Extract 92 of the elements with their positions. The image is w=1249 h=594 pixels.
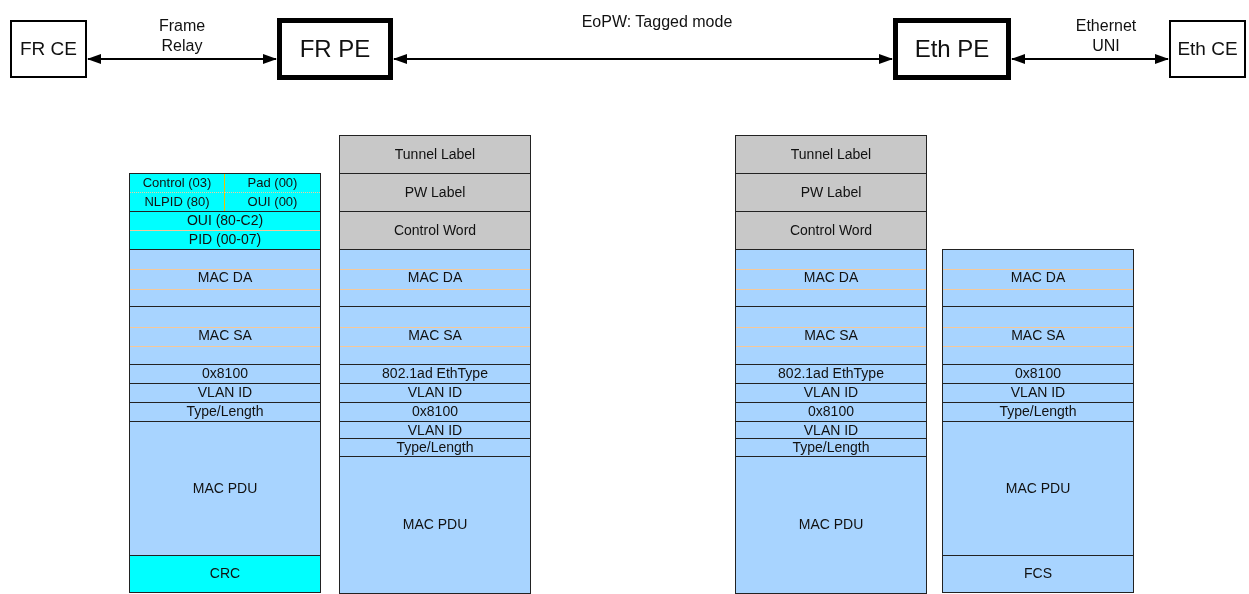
frame-field — [129, 402, 321, 422]
frame-field — [735, 402, 927, 422]
frame-field — [129, 383, 321, 403]
field-label: PID (00-07) — [188, 232, 262, 248]
field-label: 802.1ad EthType — [778, 366, 884, 382]
frame-field — [339, 135, 531, 174]
frame-field — [339, 383, 531, 403]
frame-field — [735, 211, 927, 250]
frame-field — [339, 438, 531, 458]
field-label: MAC PDU — [798, 517, 864, 533]
frame-field — [735, 364, 927, 384]
field-label: Control Word — [789, 222, 873, 239]
frame-field — [735, 306, 927, 365]
frame-field — [735, 249, 927, 307]
frame-field — [129, 173, 321, 212]
frame-field — [129, 249, 321, 307]
device-label: FR CE — [20, 38, 77, 60]
device-box — [893, 18, 1011, 80]
frame-field — [735, 173, 927, 212]
frame-field — [735, 135, 927, 174]
frame-field — [942, 383, 1134, 403]
field-label: FCS — [1024, 566, 1052, 582]
field-label: 0x8100 — [412, 404, 458, 420]
frame-field — [129, 421, 321, 556]
frame-field — [339, 364, 531, 384]
field-label: OUI (00) — [247, 194, 298, 209]
field-label: 0x8100 — [1015, 366, 1061, 382]
frame-field — [942, 364, 1134, 384]
field-label: MAC PDU — [1005, 480, 1071, 497]
double-arrow — [87, 54, 277, 64]
frame-field — [339, 211, 531, 250]
device-label: Eth PE — [914, 35, 990, 63]
field-label: Control (03) — [142, 175, 212, 190]
field-label: MAC DA — [803, 270, 859, 286]
frame-field — [735, 383, 927, 403]
frame-field — [735, 438, 927, 458]
edge-label: EoPW: Tagged mode — [580, 12, 734, 32]
field-label: VLAN ID — [197, 385, 253, 401]
field-label: Pad (00) — [247, 175, 298, 190]
field-label: CRC — [209, 566, 241, 582]
frame-field — [129, 211, 321, 250]
field-label: Type/Length — [999, 404, 1077, 420]
field-label: Tunnel Label — [394, 146, 476, 163]
frame-field — [339, 456, 531, 594]
field-label: Tunnel Label — [790, 146, 872, 163]
field-label: NLPID (80) — [144, 194, 210, 209]
double-arrow — [393, 54, 893, 64]
frame-field — [942, 249, 1134, 307]
field-label: Type/Length — [396, 440, 474, 456]
frame-field — [129, 364, 321, 384]
field-label: 802.1ad EthType — [382, 366, 488, 382]
device-box — [10, 20, 87, 78]
field-label: PW Label — [404, 184, 466, 201]
frame-field — [735, 456, 927, 594]
field-label: MAC PDU — [192, 480, 258, 497]
field-label: VLAN ID — [803, 385, 859, 401]
frame-field — [129, 555, 321, 593]
device-box — [277, 18, 393, 80]
field-label: MAC DA — [407, 270, 463, 286]
field-label: VLAN ID — [407, 422, 463, 439]
device-label: Eth CE — [1177, 38, 1238, 60]
field-label: OUI (80-C2) — [186, 213, 264, 229]
frame-field — [339, 173, 531, 212]
field-label: VLAN ID — [803, 422, 859, 439]
frame-field — [942, 421, 1134, 556]
frame-field — [942, 306, 1134, 365]
field-label: MAC DA — [1010, 270, 1066, 286]
frame-field — [129, 306, 321, 365]
edge-label: Frame Relay — [157, 16, 207, 56]
field-label: MAC SA — [1011, 327, 1065, 344]
frame-field — [942, 402, 1134, 422]
field-label: PW Label — [800, 184, 862, 201]
field-label: MAC SA — [408, 327, 462, 344]
field-label: Control Word — [393, 222, 477, 239]
field-label: Type/Length — [792, 440, 870, 456]
frame-field — [339, 402, 531, 422]
field-label: Type/Length — [186, 404, 264, 420]
field-label: 0x8100 — [202, 366, 248, 382]
frame-field — [942, 555, 1134, 593]
device-box — [1169, 20, 1246, 78]
field-label: MAC SA — [804, 327, 858, 344]
double-arrow — [1011, 54, 1169, 64]
field-label: VLAN ID — [1010, 385, 1066, 401]
frame-field — [339, 306, 531, 365]
device-label: FR PE — [299, 35, 371, 63]
edge-label: Ethernet UNI — [1074, 16, 1138, 56]
field-label: MAC DA — [197, 270, 253, 286]
field-label: 0x8100 — [808, 404, 854, 420]
field-label: VLAN ID — [407, 385, 463, 401]
frame-field — [339, 249, 531, 307]
field-label: MAC PDU — [402, 517, 468, 533]
field-label: MAC SA — [198, 327, 252, 344]
